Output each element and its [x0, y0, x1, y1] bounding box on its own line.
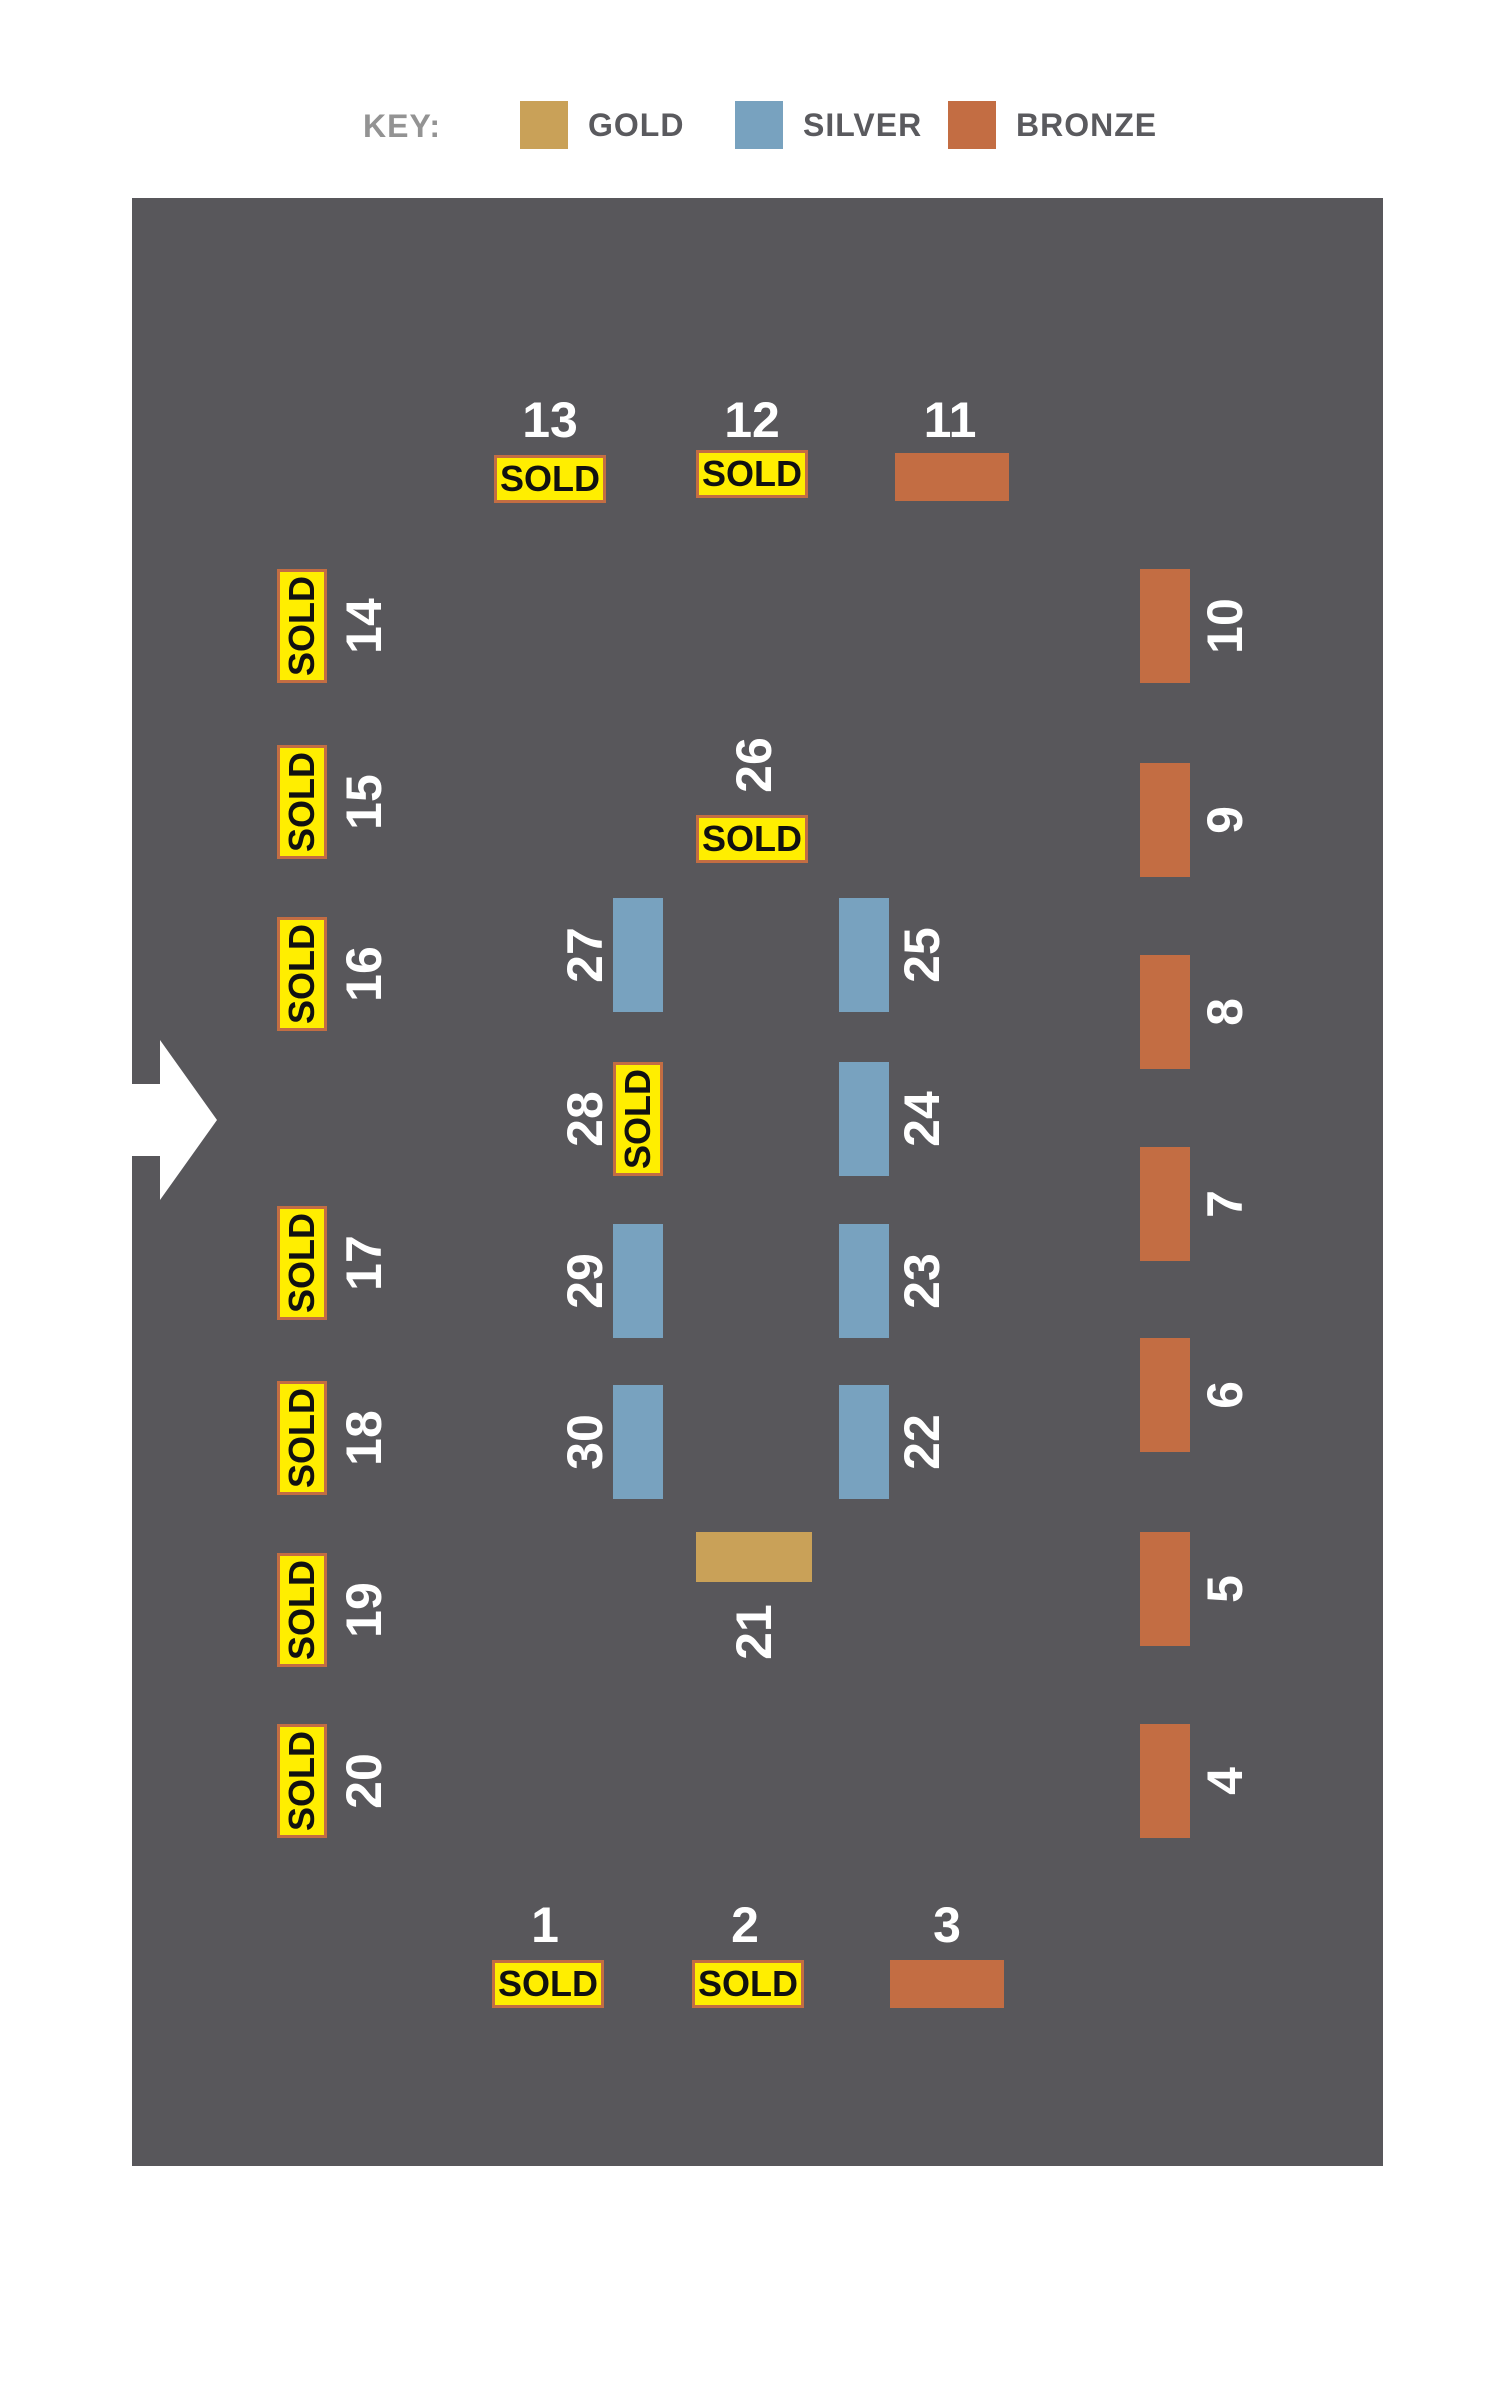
booth-number-13: 13 — [522, 392, 578, 448]
sold-label: SOLD — [701, 453, 803, 494]
booth-9[interactable] — [1140, 763, 1190, 877]
booth-number-27: 27 — [557, 927, 613, 983]
booth-6[interactable] — [1140, 1338, 1190, 1452]
sold-label: SOLD — [281, 923, 322, 1025]
booth-number-1: 1 — [531, 1897, 559, 1953]
booth-number-15: 15 — [336, 774, 392, 830]
booth-number-2: 2 — [731, 1897, 759, 1953]
sold-label: SOLD — [617, 1068, 658, 1170]
sold-label: SOLD — [281, 1212, 322, 1314]
booth-number-8: 8 — [1197, 998, 1253, 1026]
booth-11[interactable] — [895, 453, 1009, 501]
booth-22[interactable] — [839, 1385, 889, 1499]
key-swatch-silver — [735, 101, 783, 149]
booth-21[interactable] — [696, 1532, 812, 1582]
booth-number-19: 19 — [336, 1582, 392, 1638]
booth-17[interactable]: SOLD — [277, 1206, 327, 1320]
booth-number-25: 25 — [894, 927, 950, 983]
booth-10[interactable] — [1140, 569, 1190, 683]
key-swatch-gold — [520, 101, 568, 149]
booth-19[interactable]: SOLD — [277, 1553, 327, 1667]
booth-number-6: 6 — [1197, 1381, 1253, 1409]
booth-20[interactable]: SOLD — [277, 1724, 327, 1838]
booth-number-26: 26 — [726, 737, 782, 793]
booth-14[interactable]: SOLD — [277, 569, 327, 683]
booth-25[interactable] — [839, 898, 889, 1012]
key-text-bronze: BRONZE — [1016, 106, 1158, 143]
booth-number-9: 9 — [1197, 806, 1253, 834]
booth-number-22: 22 — [894, 1414, 950, 1470]
booth-18[interactable]: SOLD — [277, 1381, 327, 1495]
sold-label: SOLD — [697, 1963, 799, 2004]
booth-30[interactable] — [613, 1385, 663, 1499]
booth-number-29: 29 — [557, 1253, 613, 1309]
booth-13[interactable]: SOLD — [494, 455, 606, 503]
sold-label: SOLD — [281, 575, 322, 677]
booth-number-12: 12 — [724, 392, 780, 448]
booth-number-5: 5 — [1197, 1575, 1253, 1603]
booth-number-4: 4 — [1197, 1767, 1253, 1795]
booth-number-10: 10 — [1197, 598, 1253, 654]
key-label: KEY: — [363, 108, 442, 144]
arrow-right-icon — [132, 1040, 217, 1200]
booth-16[interactable]: SOLD — [277, 917, 327, 1031]
key-text-silver: SILVER — [803, 106, 923, 143]
sold-label: SOLD — [281, 751, 322, 853]
booth-4[interactable] — [1140, 1724, 1190, 1838]
booth-number-30: 30 — [557, 1414, 613, 1470]
booth-number-17: 17 — [336, 1235, 392, 1291]
booth-number-11: 11 — [923, 392, 977, 448]
booth-1[interactable]: SOLD — [492, 1960, 604, 2008]
sold-label: SOLD — [701, 818, 803, 859]
booth-number-23: 23 — [894, 1253, 950, 1309]
booth-23[interactable] — [839, 1224, 889, 1338]
booth-29[interactable] — [613, 1224, 663, 1338]
sold-label: SOLD — [499, 458, 601, 499]
booth-number-24: 24 — [894, 1091, 950, 1147]
booth-3[interactable] — [890, 1960, 1004, 2008]
key-item-bronze: BRONZE — [948, 100, 1157, 150]
booth-2[interactable]: SOLD — [692, 1960, 804, 2008]
key-item-silver: SILVER — [735, 100, 922, 150]
key-item-gold: GOLD — [520, 100, 684, 150]
sold-label: SOLD — [281, 1387, 322, 1489]
sold-label: SOLD — [281, 1559, 322, 1661]
booth-number-21: 21 — [726, 1604, 782, 1660]
booth-26[interactable]: SOLD — [696, 815, 808, 863]
booth-number-16: 16 — [336, 946, 392, 1002]
key-swatch-bronze — [948, 101, 996, 149]
booth-27[interactable] — [613, 898, 663, 1012]
booth-number-14: 14 — [336, 598, 392, 654]
booth-8[interactable] — [1140, 955, 1190, 1069]
booth-number-7: 7 — [1197, 1190, 1253, 1218]
booth-24[interactable] — [839, 1062, 889, 1176]
booth-7[interactable] — [1140, 1147, 1190, 1261]
sold-label: SOLD — [497, 1963, 599, 2004]
booth-12[interactable]: SOLD — [696, 450, 808, 498]
sold-label: SOLD — [281, 1730, 322, 1832]
booth-number-28: 28 — [557, 1091, 613, 1147]
booth-5[interactable] — [1140, 1532, 1190, 1646]
booth-number-3: 3 — [933, 1897, 961, 1953]
booth-15[interactable]: SOLD — [277, 745, 327, 859]
booth-number-20: 20 — [336, 1753, 392, 1809]
booth-28[interactable]: SOLD — [613, 1062, 663, 1176]
booth-number-18: 18 — [336, 1410, 392, 1466]
key-text-gold: GOLD — [588, 106, 685, 143]
